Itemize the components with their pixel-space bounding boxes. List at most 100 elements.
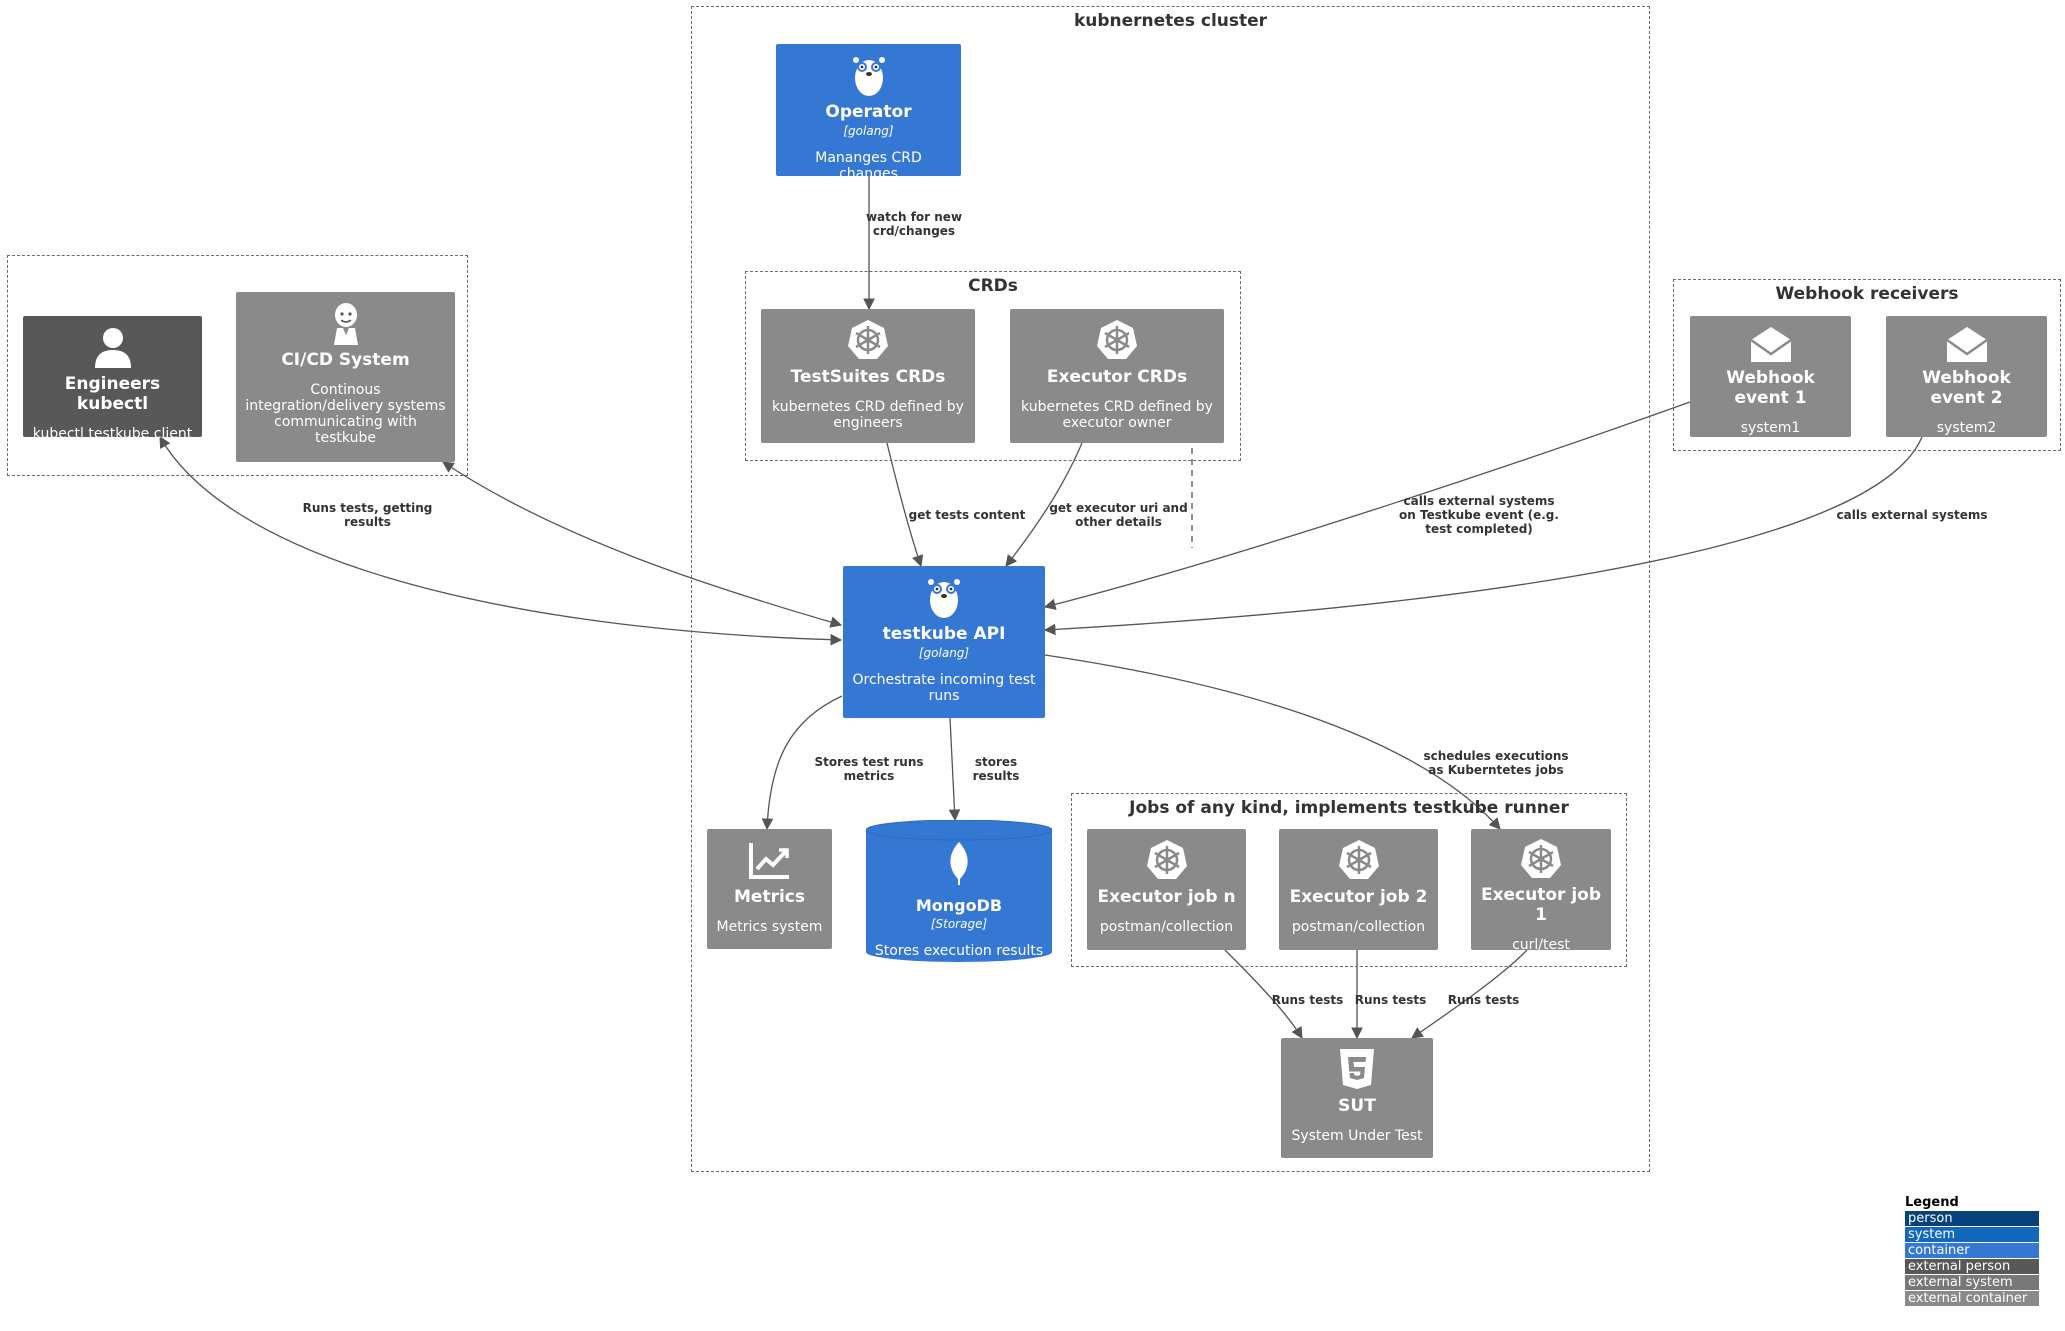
node-desc: kubernetes CRD defined by executor owner bbox=[1021, 399, 1213, 431]
node-desc: postman/collection bbox=[1099, 919, 1234, 935]
legend-item-container: container bbox=[1905, 1243, 2039, 1258]
node-title: SUT bbox=[1338, 1096, 1376, 1116]
jenkins-icon bbox=[329, 300, 363, 346]
envelope-icon bbox=[1944, 324, 1990, 364]
boundary-label: Jobs of any kind, implements testkube ru… bbox=[1129, 798, 1569, 818]
edge-label-get-tests: get tests content bbox=[908, 508, 1026, 522]
legend: Legend person system container external … bbox=[1905, 1195, 2039, 1306]
edge-label-runs-tests-getting: Runs tests, getting results bbox=[302, 501, 433, 529]
node-tech: [Storage] bbox=[930, 917, 988, 931]
node-tech: [golang] bbox=[918, 646, 970, 660]
edge-engineers-api bbox=[159, 435, 843, 646]
boundary-jobs: Jobs of any kind, implements testkube ru… bbox=[1071, 793, 1627, 967]
node-desc: kubernetes CRD defined by engineers bbox=[772, 399, 964, 431]
db-content: MongoDB [Storage] Stores execution resul… bbox=[866, 840, 1052, 959]
boundary-clients bbox=[7, 255, 468, 476]
node-desc: curl/test bbox=[1512, 937, 1570, 953]
mongodb-leaf-icon bbox=[946, 840, 972, 890]
node-title: Executor CRDs bbox=[1046, 367, 1188, 387]
edge-executor-api bbox=[1005, 442, 1083, 567]
testsuites-crds-node[interactable]: TestSuites CRDs kubernetes CRD defined b… bbox=[761, 309, 975, 443]
node-title: testkube API bbox=[882, 624, 1006, 644]
boundary-label: CRDs bbox=[968, 276, 1018, 296]
legend-item-external-person: external person bbox=[1905, 1259, 2039, 1274]
edge-label-calls-external-1: calls external systems on Testkube event… bbox=[1399, 494, 1559, 536]
node-title: Executor job 1 bbox=[1480, 885, 1602, 925]
node-title: Operator bbox=[825, 102, 912, 122]
node-title: Engineers kubectl bbox=[64, 374, 161, 414]
edge-label-stores-metrics: Stores test runs metrics bbox=[814, 755, 924, 783]
node-title: MongoDB bbox=[915, 896, 1003, 915]
envelope-icon bbox=[1748, 324, 1794, 364]
legend-item-system: system bbox=[1905, 1227, 2039, 1242]
boundary-label: Webhook receivers bbox=[1775, 284, 1959, 304]
node-title: Webhook event 2 bbox=[1922, 368, 2011, 408]
kubernetes-icon bbox=[1095, 317, 1139, 363]
node-title: TestSuites CRDs bbox=[790, 367, 946, 387]
webhook-event-1-node[interactable]: Webhook event 1 system1 bbox=[1690, 316, 1851, 437]
edge-api-mongodb bbox=[948, 717, 961, 822]
legend-title: Legend bbox=[1905, 1195, 1959, 1210]
executor-job-2-node[interactable]: Executor job 2 postman/collection bbox=[1279, 829, 1438, 950]
executor-job-n-node[interactable]: Executor job n postman/collection bbox=[1087, 829, 1246, 950]
boundary-label: kubnernetes cluster bbox=[1073, 11, 1268, 31]
node-desc: kubectl testkube client bbox=[32, 426, 193, 442]
edge-label-runs-tests-n: Runs tests bbox=[1271, 993, 1344, 1007]
edge-jobn-sut bbox=[1224, 949, 1303, 1039]
node-desc: system2 bbox=[1936, 420, 1997, 436]
operator-node[interactable]: Operator [golang] Mananges CRD changes bbox=[776, 44, 961, 182]
metrics-node[interactable]: Metrics Metrics system bbox=[707, 829, 832, 949]
legend-item-person: person bbox=[1905, 1211, 2039, 1226]
edge-label-runs-tests-1: Runs tests bbox=[1447, 993, 1520, 1007]
node-desc: system1 bbox=[1740, 420, 1801, 436]
edge-cicd-api bbox=[442, 461, 843, 628]
edge-webhook1-api bbox=[1043, 401, 1691, 611]
node-title: Webhook event 1 bbox=[1726, 368, 1815, 408]
gopher-icon bbox=[924, 574, 964, 620]
node-desc: Orchestrate incoming test runs bbox=[852, 672, 1036, 704]
node-desc: Metrics system bbox=[716, 919, 823, 935]
edge-label-calls-external-2: calls external systems bbox=[1836, 508, 1988, 522]
cicd-system-node[interactable]: CI/CD System Continous integration/deliv… bbox=[236, 292, 455, 462]
kubernetes-icon bbox=[846, 317, 890, 363]
kubernetes-icon bbox=[1145, 837, 1189, 883]
executor-crds-node[interactable]: Executor CRDs kubernetes CRD defined by … bbox=[1010, 309, 1224, 443]
person-icon bbox=[93, 324, 133, 370]
chart-line-icon bbox=[748, 837, 792, 883]
edge-api-metrics bbox=[761, 695, 843, 831]
edge-label-watch: watch for new crd/changes bbox=[865, 210, 963, 238]
testkube-api-node[interactable]: testkube API [golang] Orchestrate incomi… bbox=[843, 566, 1045, 718]
node-desc: Stores execution results bbox=[874, 943, 1044, 959]
edge-label-schedules: schedules executions as Kuberntetes jobs bbox=[1423, 749, 1569, 777]
edge-api-job1 bbox=[1044, 654, 1501, 830]
node-title: Executor job n bbox=[1097, 887, 1236, 907]
node-title: Executor job 2 bbox=[1289, 887, 1428, 907]
edge-testsuites-api bbox=[886, 442, 924, 568]
edge-label-get-executor: get executor uri and other details bbox=[1049, 501, 1188, 529]
node-desc: postman/collection bbox=[1291, 919, 1426, 935]
html5-icon bbox=[1337, 1046, 1377, 1092]
node-tech: [golang] bbox=[843, 124, 894, 138]
gopher-icon bbox=[849, 52, 889, 98]
edge-webhook2-api bbox=[1043, 436, 1923, 636]
node-desc: Mananges CRD changes bbox=[815, 150, 922, 182]
node-desc: System Under Test bbox=[1291, 1128, 1423, 1144]
edge-job1-sut bbox=[1411, 949, 1528, 1039]
boundary-kubernetes-cluster: kubnernetes cluster bbox=[691, 6, 1650, 1172]
engineers-kubectl-node[interactable]: Engineers kubectl kubectl testkube clien… bbox=[23, 316, 202, 442]
boundary-crds: CRDs bbox=[745, 271, 1241, 461]
sut-node[interactable]: SUT System Under Test bbox=[1281, 1038, 1433, 1158]
database-cylinder bbox=[866, 820, 1052, 962]
kubernetes-icon bbox=[1519, 837, 1563, 881]
webhook-event-2-node[interactable]: Webhook event 2 system2 bbox=[1886, 316, 2047, 437]
node-title: CI/CD System bbox=[281, 350, 410, 370]
node-desc: Continous integration/delivery systems c… bbox=[245, 382, 446, 446]
kubernetes-icon bbox=[1337, 837, 1381, 883]
edge-label-stores-results: stores results bbox=[972, 755, 1020, 783]
legend-item-external-system: external system bbox=[1905, 1275, 2039, 1290]
mongodb-node[interactable]: MongoDB [Storage] Stores execution resul… bbox=[866, 820, 1052, 962]
edge-label-runs-tests-2: Runs tests bbox=[1354, 993, 1427, 1007]
executor-job-1-node[interactable]: Executor job 1 curl/test bbox=[1471, 829, 1611, 953]
